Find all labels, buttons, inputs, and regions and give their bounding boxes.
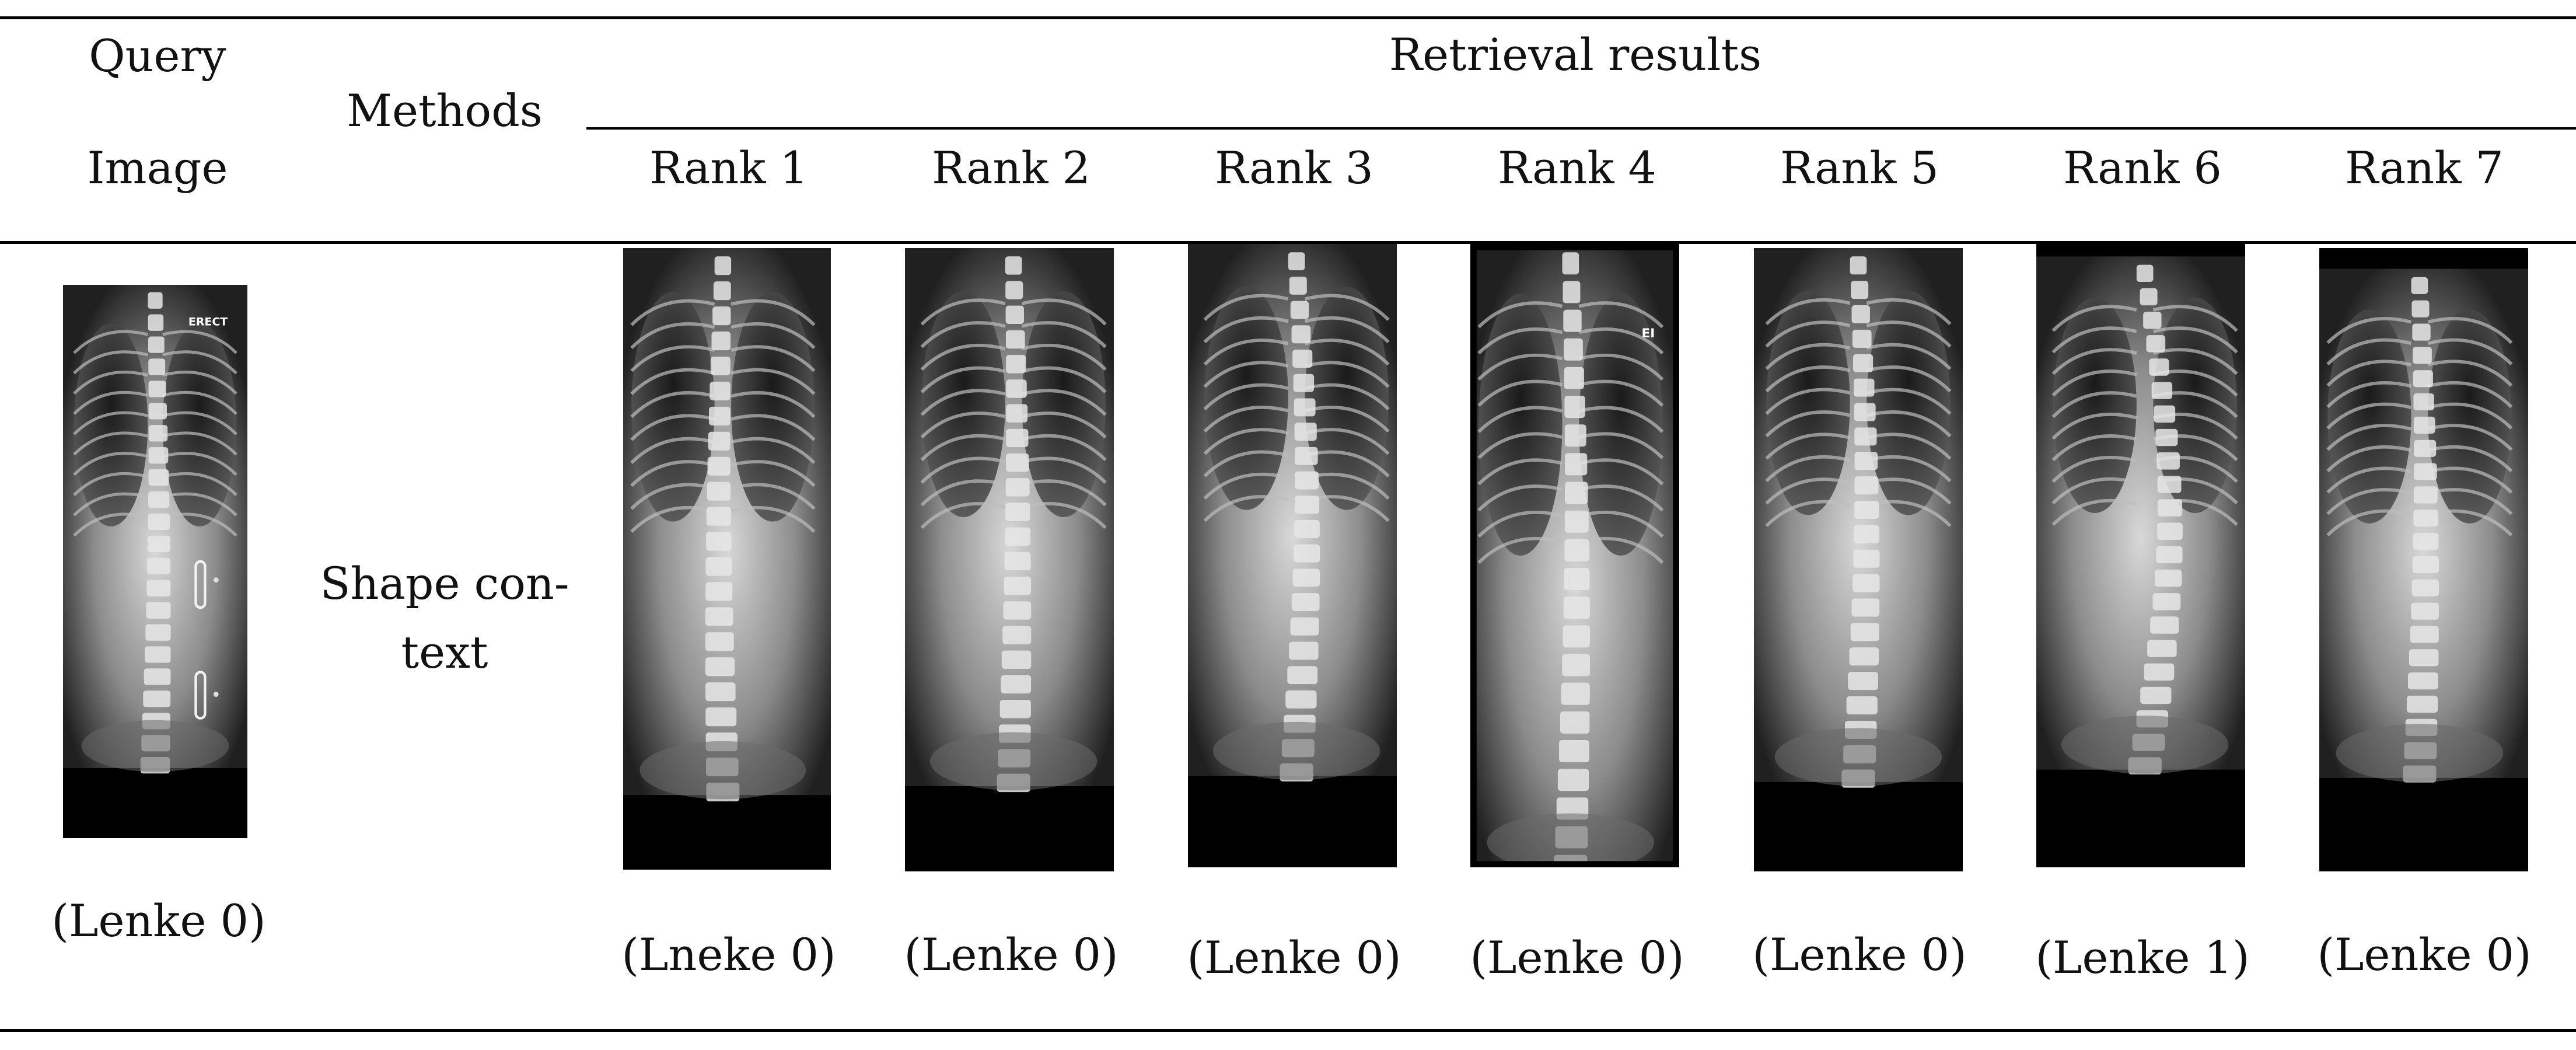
rank6-lenke-label: (Lenke 1) bbox=[2035, 932, 2250, 983]
method-name-line1: Shape con- bbox=[320, 557, 569, 609]
rank2-xray-image bbox=[905, 248, 1114, 871]
rank-header-3: Rank 3 bbox=[1215, 142, 1373, 194]
rank5-xray-image bbox=[1754, 248, 1963, 871]
rank-header-4: Rank 4 bbox=[1498, 142, 1656, 194]
header-retrieval-results: Retrieval results bbox=[1389, 29, 1762, 81]
xray-marker-text: EI bbox=[1642, 326, 1655, 341]
rank1-xray-image bbox=[623, 248, 831, 870]
rank1-lenke-label: (Lneke 0) bbox=[621, 929, 836, 981]
rank7-xray-image bbox=[2319, 248, 2528, 871]
xray-marker-text: ERECT bbox=[188, 316, 228, 329]
query-xray-image: ERECT bbox=[63, 285, 247, 838]
header-methods: Methods bbox=[347, 85, 543, 137]
rank4-lenke-label: (Lenke 0) bbox=[1470, 932, 1684, 983]
header-query-line2: Image bbox=[87, 142, 228, 194]
retrieval-results-underline bbox=[586, 127, 2576, 130]
rank3-xray-image bbox=[1188, 244, 1397, 867]
rank-header-6: Rank 6 bbox=[2063, 142, 2222, 194]
rank6-xray-image bbox=[2036, 244, 2245, 867]
method-name-line2: text bbox=[401, 626, 488, 678]
rank-header-5: Rank 5 bbox=[1780, 142, 1939, 194]
rank3-lenke-label: (Lenke 0) bbox=[1187, 932, 1401, 983]
header-bottom-rule bbox=[0, 241, 2576, 244]
rank7-lenke-label: (Lenke 0) bbox=[2317, 929, 2532, 981]
top-rule bbox=[0, 16, 2576, 19]
header-query-line1: Query bbox=[89, 30, 226, 82]
rank-header-1: Rank 1 bbox=[649, 142, 808, 194]
query-lenke-label: (Lenke 0) bbox=[51, 895, 266, 947]
rank2-lenke-label: (Lenke 0) bbox=[904, 929, 1119, 981]
bottom-rule bbox=[0, 1029, 2576, 1032]
rank-header-7: Rank 7 bbox=[2345, 142, 2504, 194]
rank-header-2: Rank 2 bbox=[932, 142, 1090, 194]
rank4-xray-image: EI bbox=[1470, 244, 1679, 867]
rank5-lenke-label: (Lenke 0) bbox=[1752, 929, 1967, 981]
